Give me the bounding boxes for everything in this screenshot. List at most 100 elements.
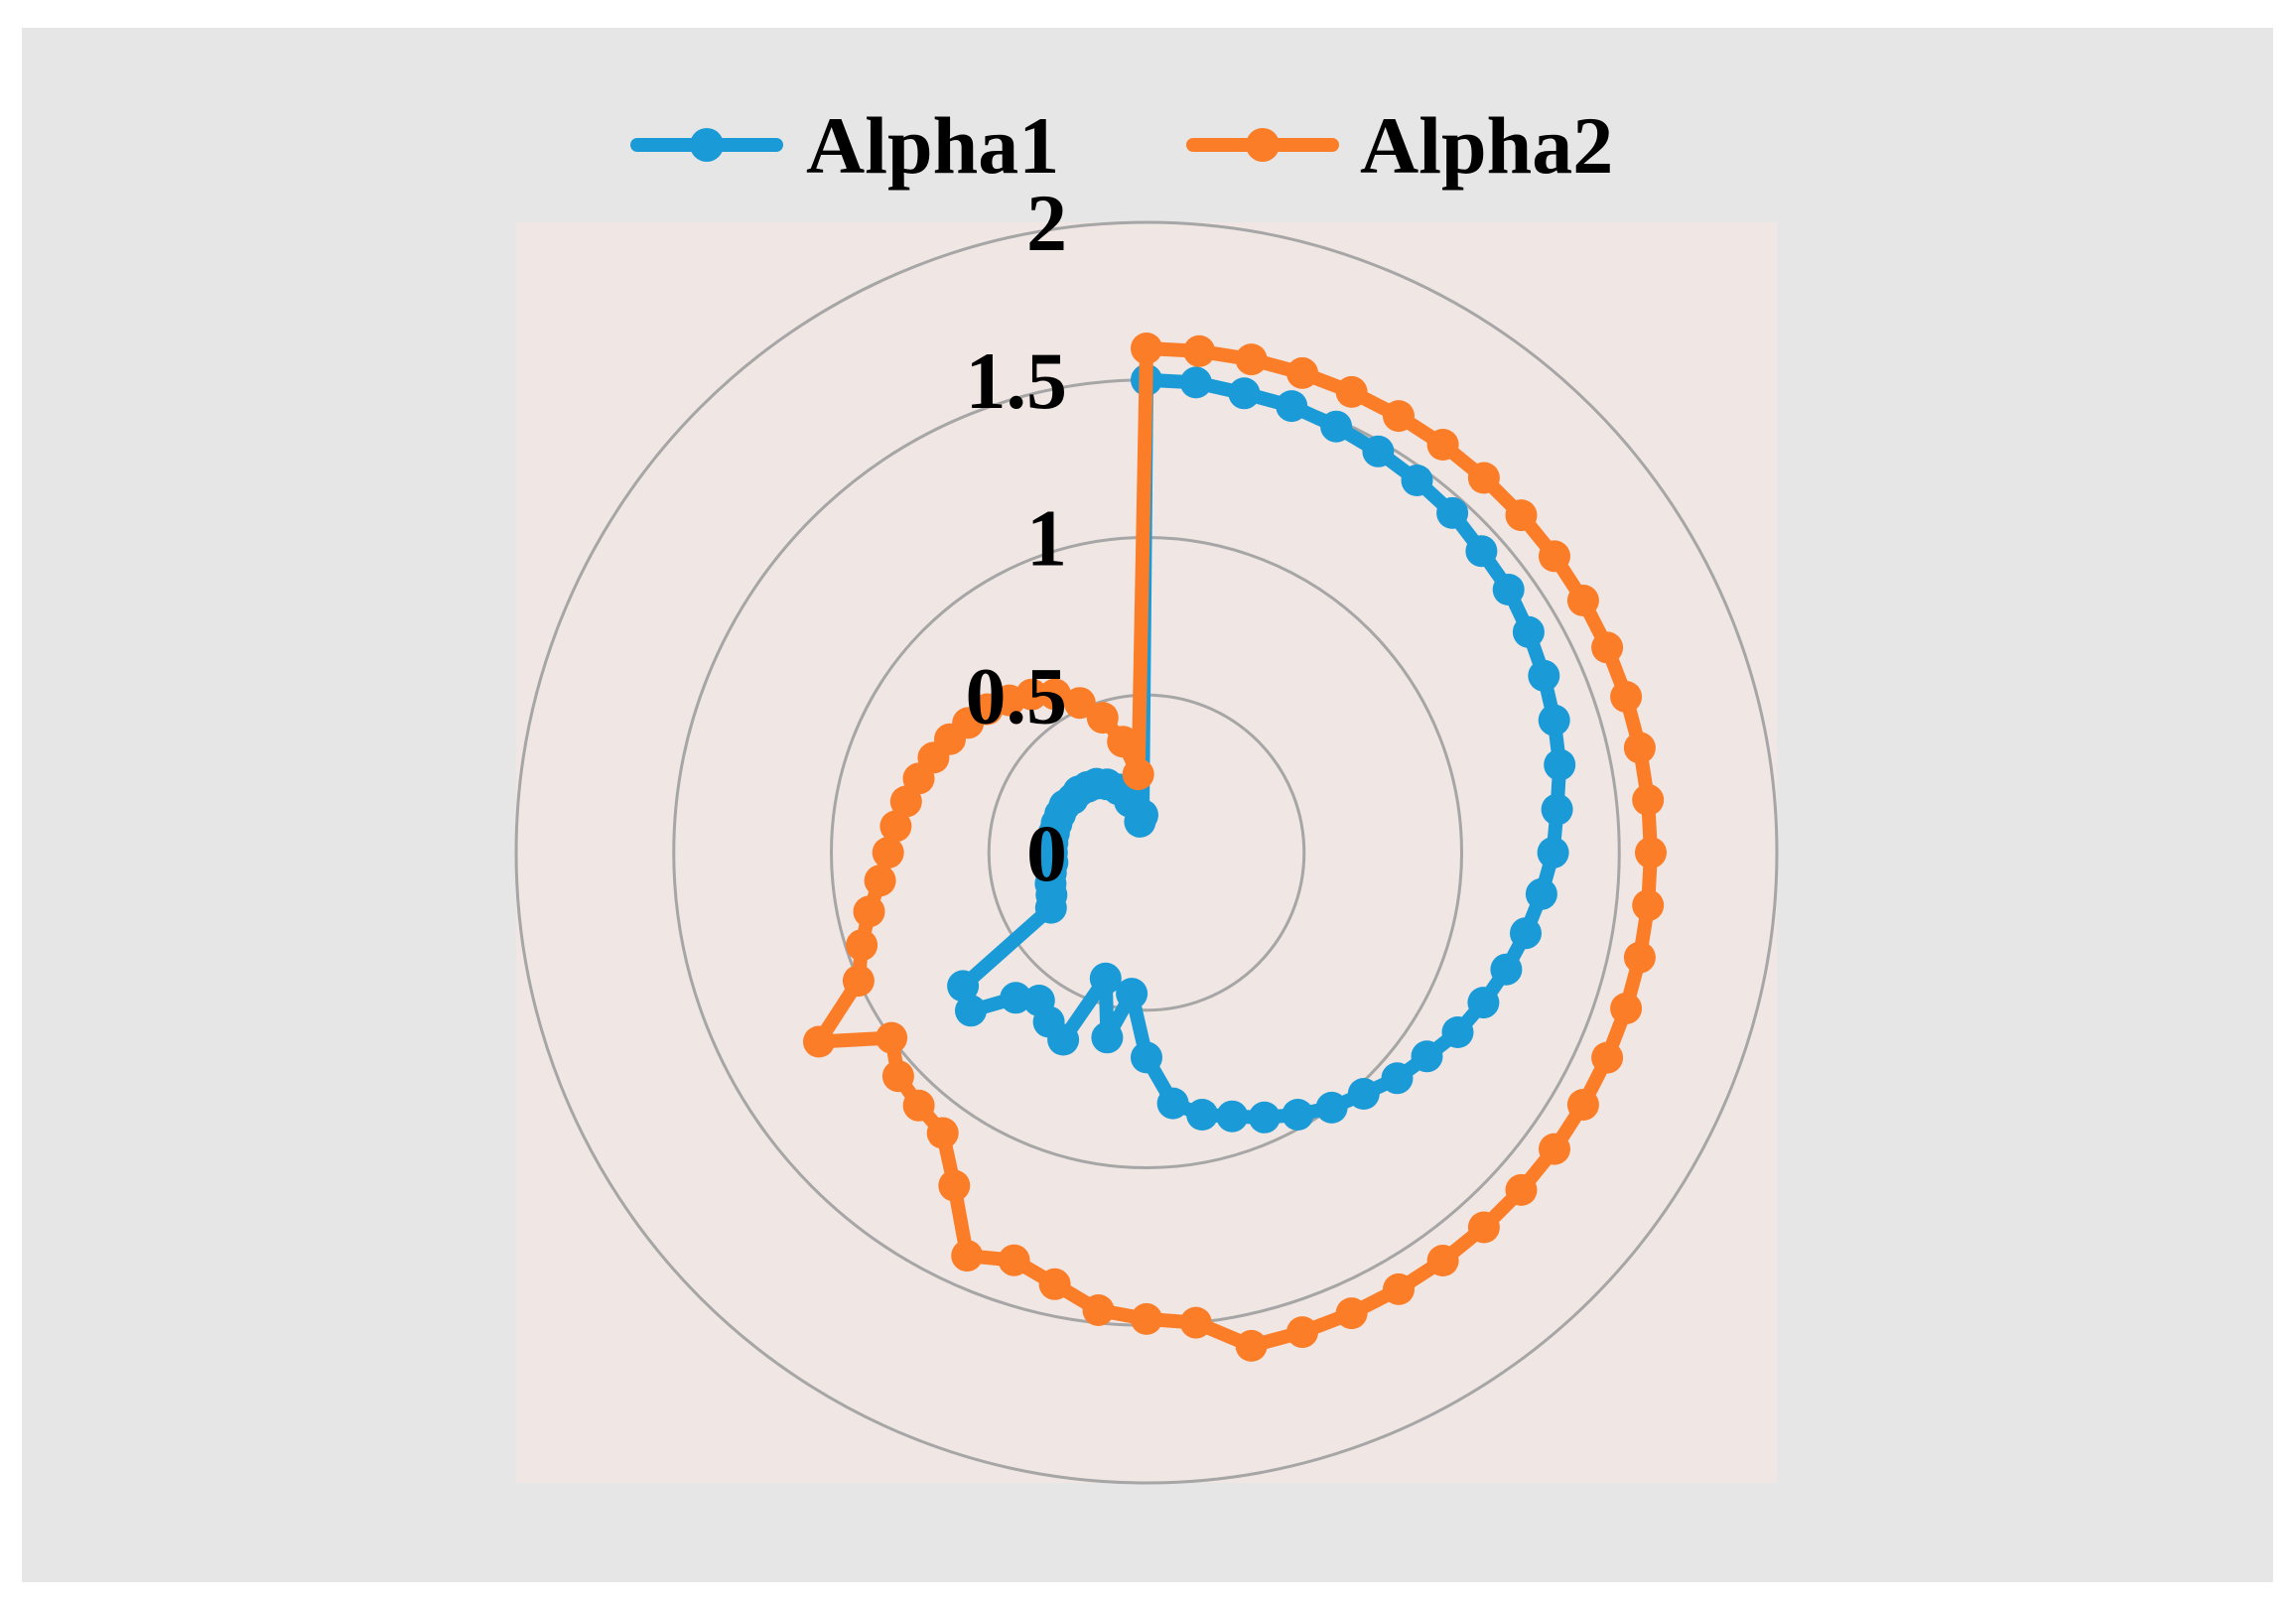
data-point-alpha1-36	[1022, 985, 1055, 1016]
data-point-alpha2-21	[1539, 1133, 1570, 1165]
data-point-alpha2-26	[1335, 1297, 1368, 1330]
legend-item-alpha1[interactable]: Alpha1	[630, 100, 1059, 191]
data-point-alpha2-8	[1505, 499, 1538, 532]
data-point-alpha1-29	[1156, 1087, 1189, 1120]
data-point-alpha2-0	[1131, 333, 1162, 364]
data-point-alpha1-59	[1127, 799, 1158, 832]
data-point-alpha2-28	[1235, 1329, 1268, 1362]
data-point-alpha1-22	[1381, 1062, 1414, 1095]
data-point-alpha1-15	[1537, 837, 1569, 869]
data-point-alpha2-29	[1179, 1306, 1212, 1339]
data-point-alpha1-27	[1216, 1100, 1249, 1133]
data-point-alpha2-33	[998, 1244, 1030, 1276]
data-point-alpha2-55	[1038, 678, 1071, 711]
data-point-alpha1-9	[1492, 574, 1525, 605]
data-point-alpha1-32	[1091, 1021, 1124, 1054]
data-point-alpha2-30	[1131, 1302, 1162, 1335]
data-point-alpha1-2	[1228, 377, 1261, 410]
data-point-alpha2-40	[803, 1025, 835, 1058]
data-point-alpha2-45	[872, 837, 904, 869]
legend-label-alpha2: Alpha2	[1360, 100, 1613, 191]
data-point-alpha2-13	[1623, 732, 1656, 764]
tick-label-1: 1	[1026, 493, 1067, 584]
data-point-alpha2-37	[902, 1089, 935, 1122]
data-point-alpha2-35	[938, 1169, 971, 1202]
data-point-alpha2-11	[1591, 631, 1624, 664]
data-point-alpha2-16	[1632, 889, 1665, 922]
radial-tick-labels: 0 0.5 1 1.5 2	[966, 178, 1068, 898]
data-point-alpha2-27	[1286, 1316, 1318, 1349]
data-point-alpha1-18	[1490, 953, 1523, 986]
data-point-alpha2-32	[1038, 1268, 1071, 1300]
data-point-alpha2-20	[1566, 1089, 1599, 1121]
data-point-alpha1-11	[1528, 659, 1560, 692]
legend-swatch-marker-alpha1	[690, 128, 724, 162]
data-point-alpha1-31	[1116, 978, 1148, 1010]
data-point-alpha2-12	[1610, 681, 1643, 713]
tick-label-1-5: 1.5	[966, 335, 1068, 426]
data-point-alpha2-56	[1063, 687, 1096, 720]
data-point-alpha1-14	[1541, 793, 1573, 826]
data-point-alpha1-23	[1347, 1078, 1380, 1110]
data-point-alpha2-6	[1426, 429, 1459, 461]
data-point-alpha1-26	[1248, 1101, 1281, 1134]
legend-label-alpha1: Alpha1	[806, 100, 1059, 191]
data-point-alpha2-44	[864, 865, 896, 897]
series-alpha2	[803, 333, 1667, 1362]
legend-swatch-marker-alpha2	[1246, 128, 1280, 162]
data-point-alpha1-28	[1186, 1099, 1219, 1131]
data-point-alpha1-16	[1525, 877, 1557, 910]
tick-label-0: 0	[1026, 808, 1067, 898]
data-point-alpha2-5	[1383, 400, 1415, 433]
data-point-alpha1-33	[1089, 962, 1122, 995]
data-point-alpha1-38	[955, 995, 987, 1027]
data-point-alpha2-25	[1383, 1272, 1415, 1305]
data-point-alpha1-37	[1000, 982, 1032, 1014]
data-point-alpha1-10	[1512, 615, 1545, 648]
data-point-alpha2-22	[1505, 1173, 1538, 1206]
data-point-alpha2-3	[1286, 356, 1318, 389]
data-point-alpha2-18	[1610, 993, 1643, 1024]
data-point-alpha2-15	[1635, 837, 1667, 869]
data-point-alpha2-36	[926, 1117, 959, 1149]
legend-item-alpha2[interactable]: Alpha2	[1186, 100, 1613, 191]
chart-area: 0 0.5 1 1.5 2 Alpha1 Alpha2	[22, 28, 2273, 1582]
data-point-alpha2-9	[1539, 540, 1570, 573]
data-point-alpha2-59	[1122, 758, 1154, 791]
tick-label-0-5: 0.5	[966, 650, 1068, 740]
data-point-alpha2-41	[842, 965, 875, 998]
data-point-alpha1-24	[1315, 1091, 1348, 1124]
data-point-alpha1-5	[1362, 435, 1395, 468]
data-point-alpha2-54	[1015, 678, 1048, 711]
data-point-alpha2-31	[1082, 1294, 1115, 1326]
data-point-alpha1-19	[1467, 987, 1500, 1019]
radar-chart: 0 0.5 1 1.5 2 Alpha1 Alpha2	[514, 100, 1779, 1485]
data-point-alpha2-7	[1467, 462, 1500, 494]
data-point-alpha2-10	[1566, 585, 1599, 616]
data-point-alpha1-17	[1510, 917, 1542, 950]
data-point-alpha2-42	[846, 929, 878, 962]
data-point-alpha1-1	[1179, 366, 1212, 399]
tick-label-2: 2	[1026, 178, 1067, 268]
data-point-alpha1-7	[1436, 496, 1469, 529]
data-point-alpha2-14	[1632, 783, 1665, 816]
data-point-alpha2-38	[881, 1060, 914, 1093]
legend: Alpha1 Alpha2	[630, 100, 1613, 191]
data-point-alpha2-58	[1107, 726, 1140, 758]
data-point-alpha1-25	[1282, 1099, 1314, 1131]
data-point-alpha2-4	[1335, 375, 1368, 408]
data-point-alpha1-6	[1401, 465, 1433, 496]
data-point-alpha1-13	[1544, 748, 1576, 781]
data-point-alpha2-2	[1235, 343, 1268, 376]
series-alpha1	[947, 363, 1576, 1134]
data-point-alpha2-46	[879, 810, 912, 843]
data-point-alpha1-4	[1320, 410, 1353, 443]
data-point-alpha1-39	[947, 970, 980, 1002]
data-point-alpha1-20	[1441, 1016, 1474, 1048]
data-point-alpha2-23	[1467, 1211, 1500, 1244]
data-point-alpha2-19	[1591, 1041, 1624, 1074]
data-point-alpha2-17	[1623, 941, 1656, 974]
data-point-alpha2-1	[1183, 334, 1216, 367]
series-layer	[803, 333, 1667, 1362]
data-point-alpha1-3	[1276, 390, 1308, 423]
